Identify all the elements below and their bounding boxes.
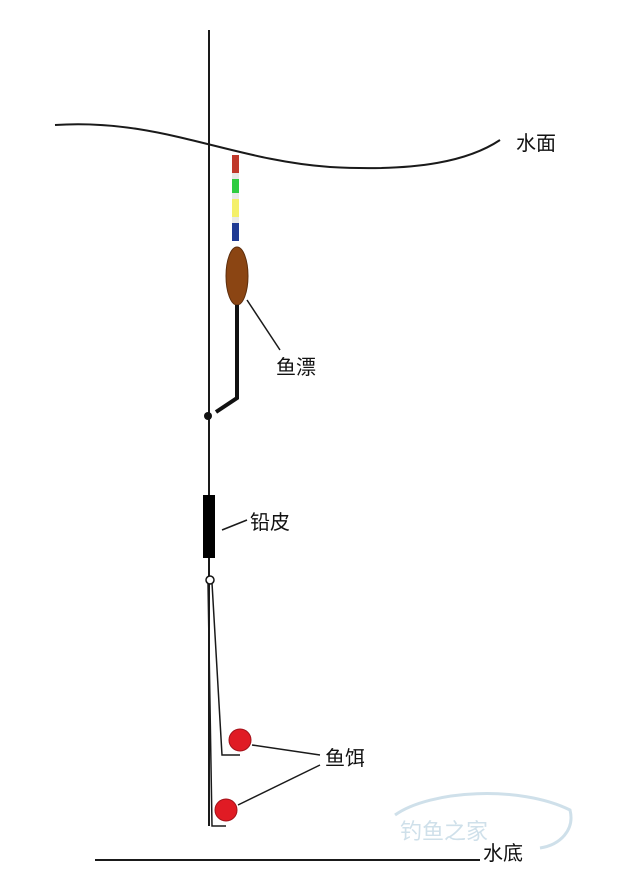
- watermark-swoosh: [394, 792, 573, 850]
- watermark-text: 钓鱼之家: [400, 820, 489, 845]
- float-stem: [214, 305, 239, 414]
- hook-leader-lower: [207, 582, 226, 827]
- float-pointer-line: [246, 299, 281, 351]
- sinker-pointer-line: [221, 519, 248, 531]
- float-body: [225, 246, 249, 306]
- label-water-surface: 水面: [516, 131, 556, 155]
- bait-pointer-lower: [237, 764, 321, 806]
- bait-upper: [228, 728, 252, 752]
- label-float: 鱼漂: [276, 355, 316, 379]
- swivel-ring: [205, 575, 215, 585]
- sinker: [203, 495, 215, 558]
- water-surface-line: [54, 123, 501, 170]
- label-sinker: 铅皮: [250, 510, 290, 534]
- bait-pointer-upper: [251, 744, 321, 756]
- label-bottom: 水底: [483, 841, 523, 865]
- float-tip: [232, 155, 239, 241]
- label-bait: 鱼饵: [325, 746, 365, 770]
- float-seat-knot: [204, 412, 212, 420]
- hook-leader-upper: [211, 582, 240, 756]
- bait-lower: [214, 798, 238, 822]
